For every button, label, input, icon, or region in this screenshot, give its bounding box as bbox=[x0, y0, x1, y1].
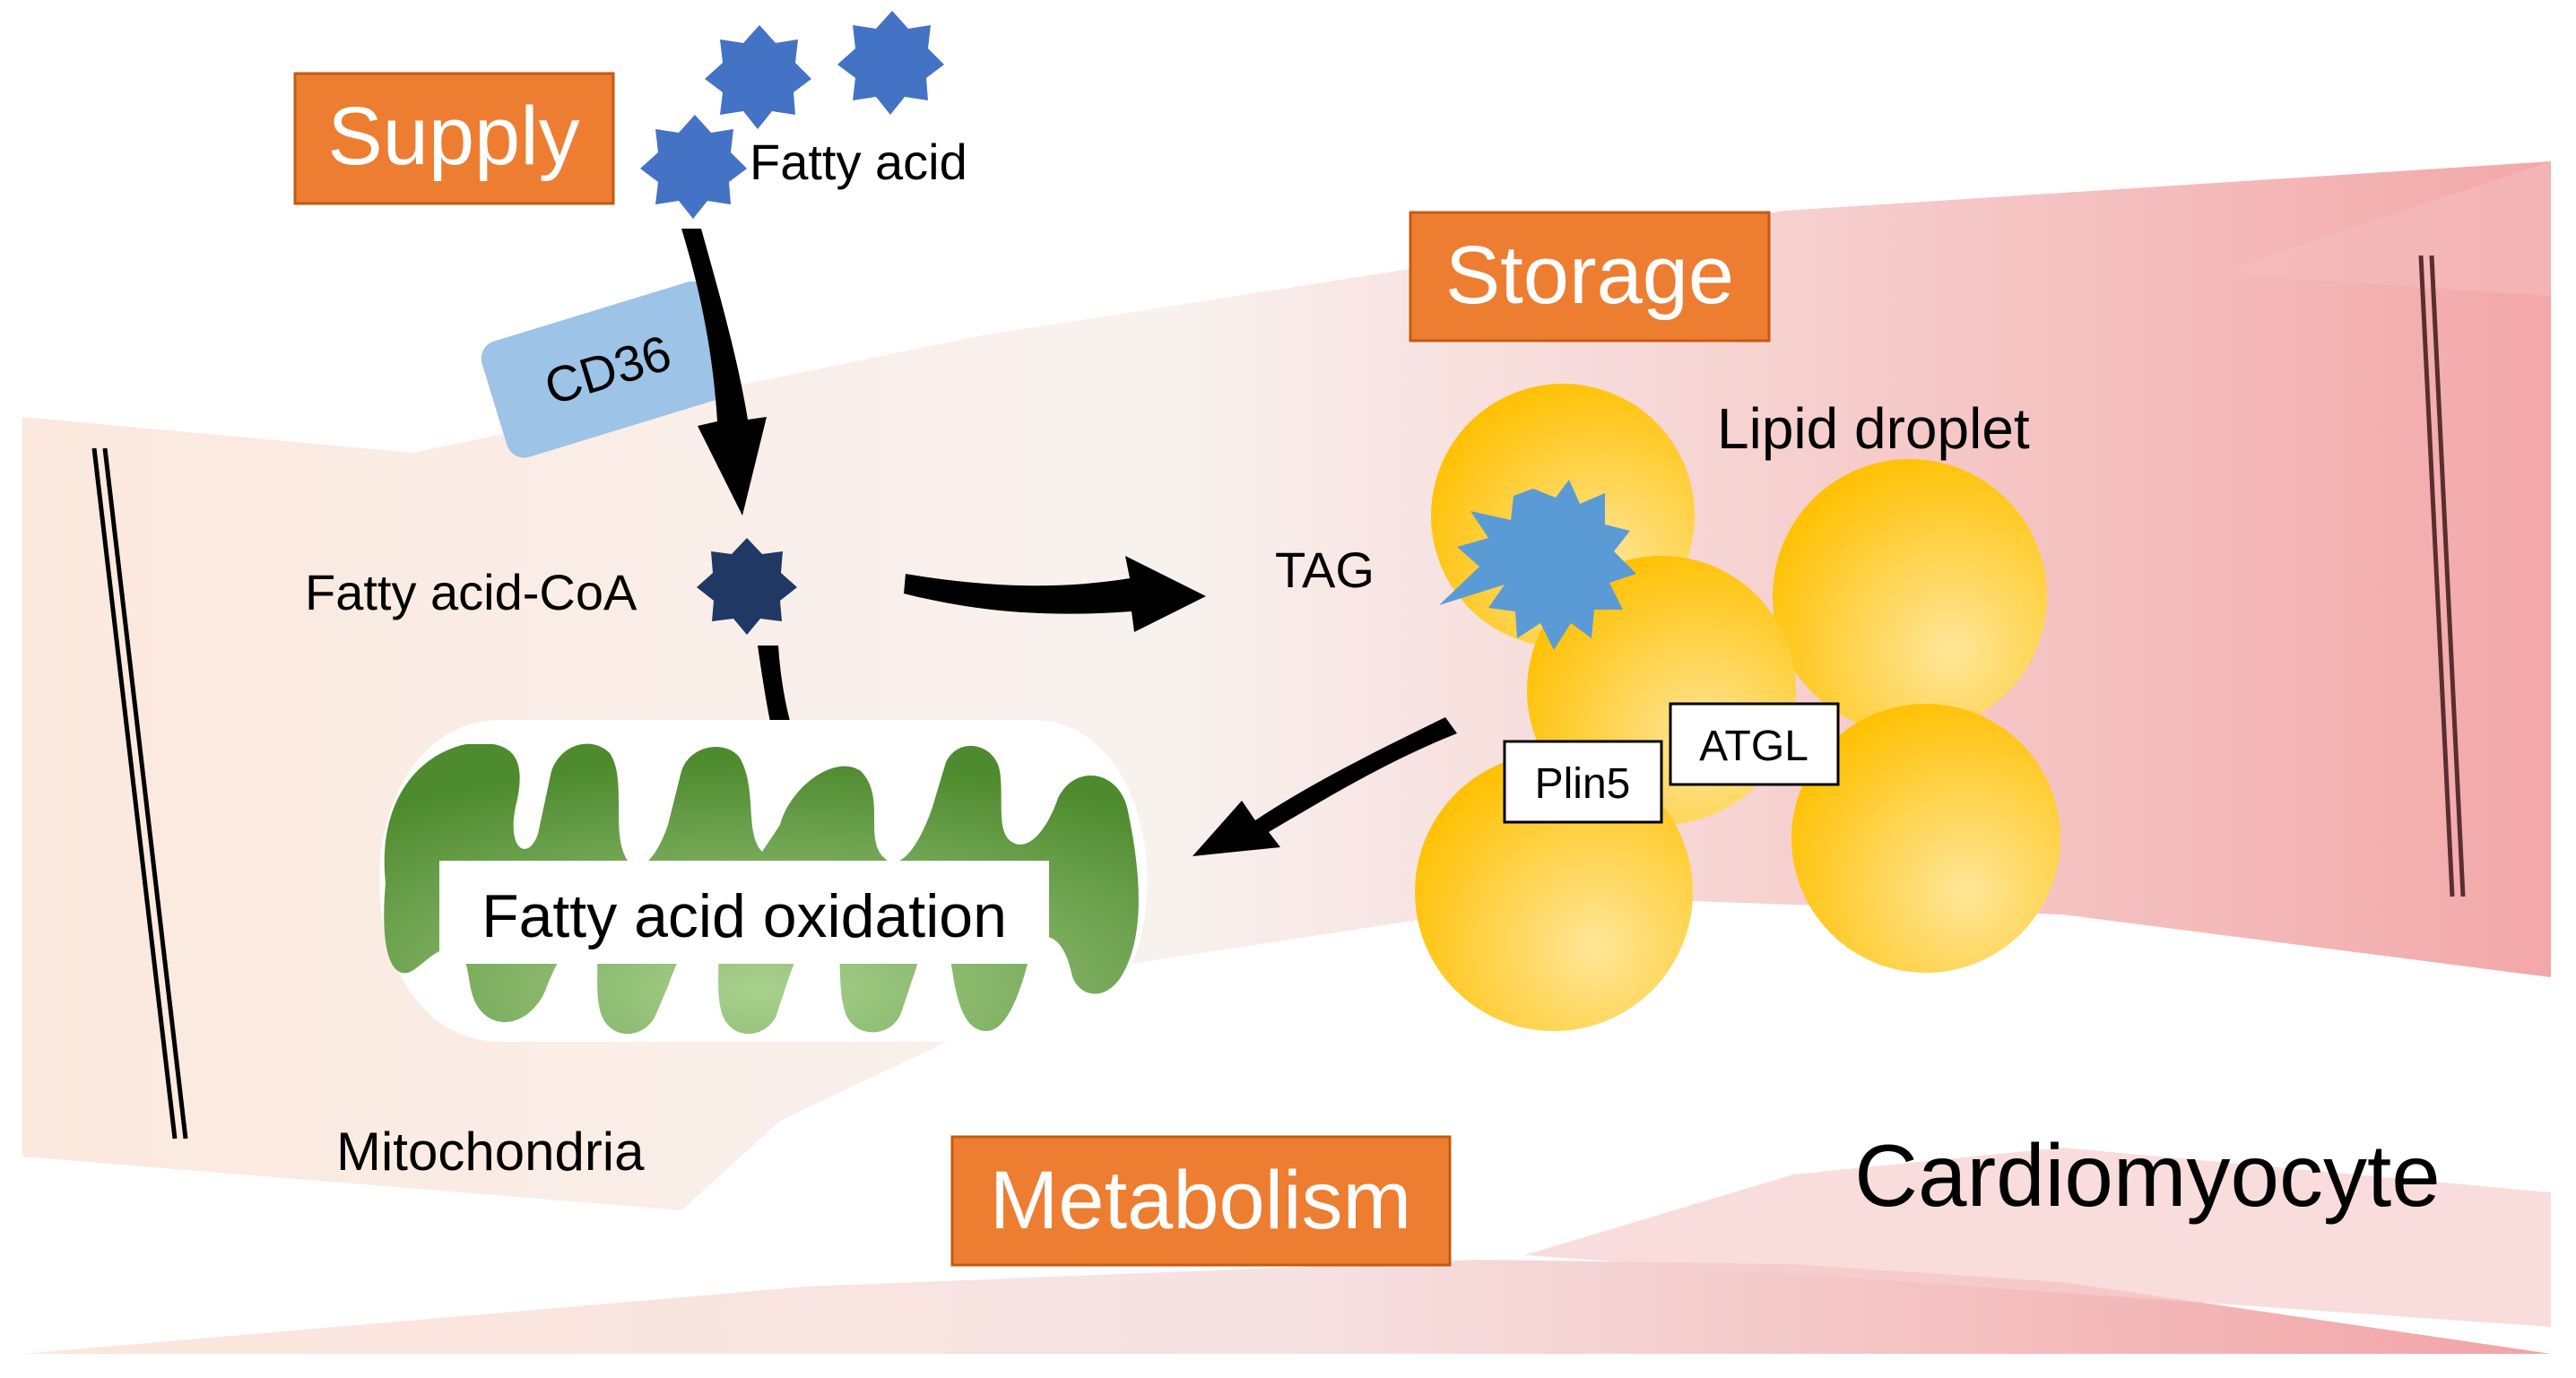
lipid-droplet-label: Lipid droplet bbox=[1717, 396, 2030, 461]
storage-label-box: Storage bbox=[1409, 211, 1771, 342]
supply-label-box: Supply bbox=[293, 72, 615, 205]
atgl-label: ATGL bbox=[1699, 723, 1808, 770]
plin5-label: Plin5 bbox=[1535, 760, 1631, 808]
fatty-acid-star-icon bbox=[640, 115, 747, 219]
fatty-acid-star-icon bbox=[837, 11, 944, 115]
supply-label: Supply bbox=[327, 91, 579, 182]
intercalated-disc-left bbox=[91, 447, 188, 1140]
lipid-droplet-cluster: Plin5 ATGL bbox=[1415, 384, 2060, 1031]
metabolism-label: Metabolism bbox=[990, 1155, 1411, 1246]
cell-bottom-band bbox=[22, 1260, 2551, 1354]
fatty-acid-oxidation-label: Fatty acid oxidation bbox=[481, 882, 1007, 950]
fatty-acid-coa-label: Fatty acid-CoA bbox=[305, 564, 637, 620]
arrow-lipolysis bbox=[1193, 717, 1457, 856]
oxidation-label-box bbox=[439, 861, 1049, 964]
cell-lower-wedge bbox=[1524, 1148, 2551, 1327]
plin5-protein: Plin5 bbox=[1503, 740, 1663, 824]
intercalated-disc-right bbox=[2418, 255, 2466, 897]
arrow-uptake bbox=[681, 229, 767, 516]
mitochondria: Fatty acid oxidation bbox=[379, 720, 1148, 1042]
lipid-droplet bbox=[1773, 459, 2047, 733]
arrow-to-storage bbox=[904, 556, 1206, 632]
atgl-protein: ATGL bbox=[1669, 702, 1840, 786]
storage-label: Storage bbox=[1445, 230, 1734, 321]
cd36-transporter: CD36 bbox=[481, 281, 735, 458]
tag-star-icon bbox=[1439, 480, 1636, 650]
fatty-acid-coa-star-icon bbox=[697, 538, 797, 635]
fatty-acid-label: Fatty acid bbox=[750, 134, 967, 190]
cell-upper-notch bbox=[2215, 161, 2551, 296]
mitochondria-label: Mitochondria bbox=[336, 1122, 645, 1182]
fatty-acid-star-icon bbox=[705, 25, 811, 129]
lipid-droplet bbox=[1791, 704, 2060, 973]
metabolism-label-box: Metabolism bbox=[950, 1135, 1452, 1267]
tag-label: TAG bbox=[1275, 542, 1375, 598]
cardiomyocyte-label: Cardiomyocyte bbox=[1854, 1126, 2441, 1225]
cell-body bbox=[22, 161, 2551, 1210]
